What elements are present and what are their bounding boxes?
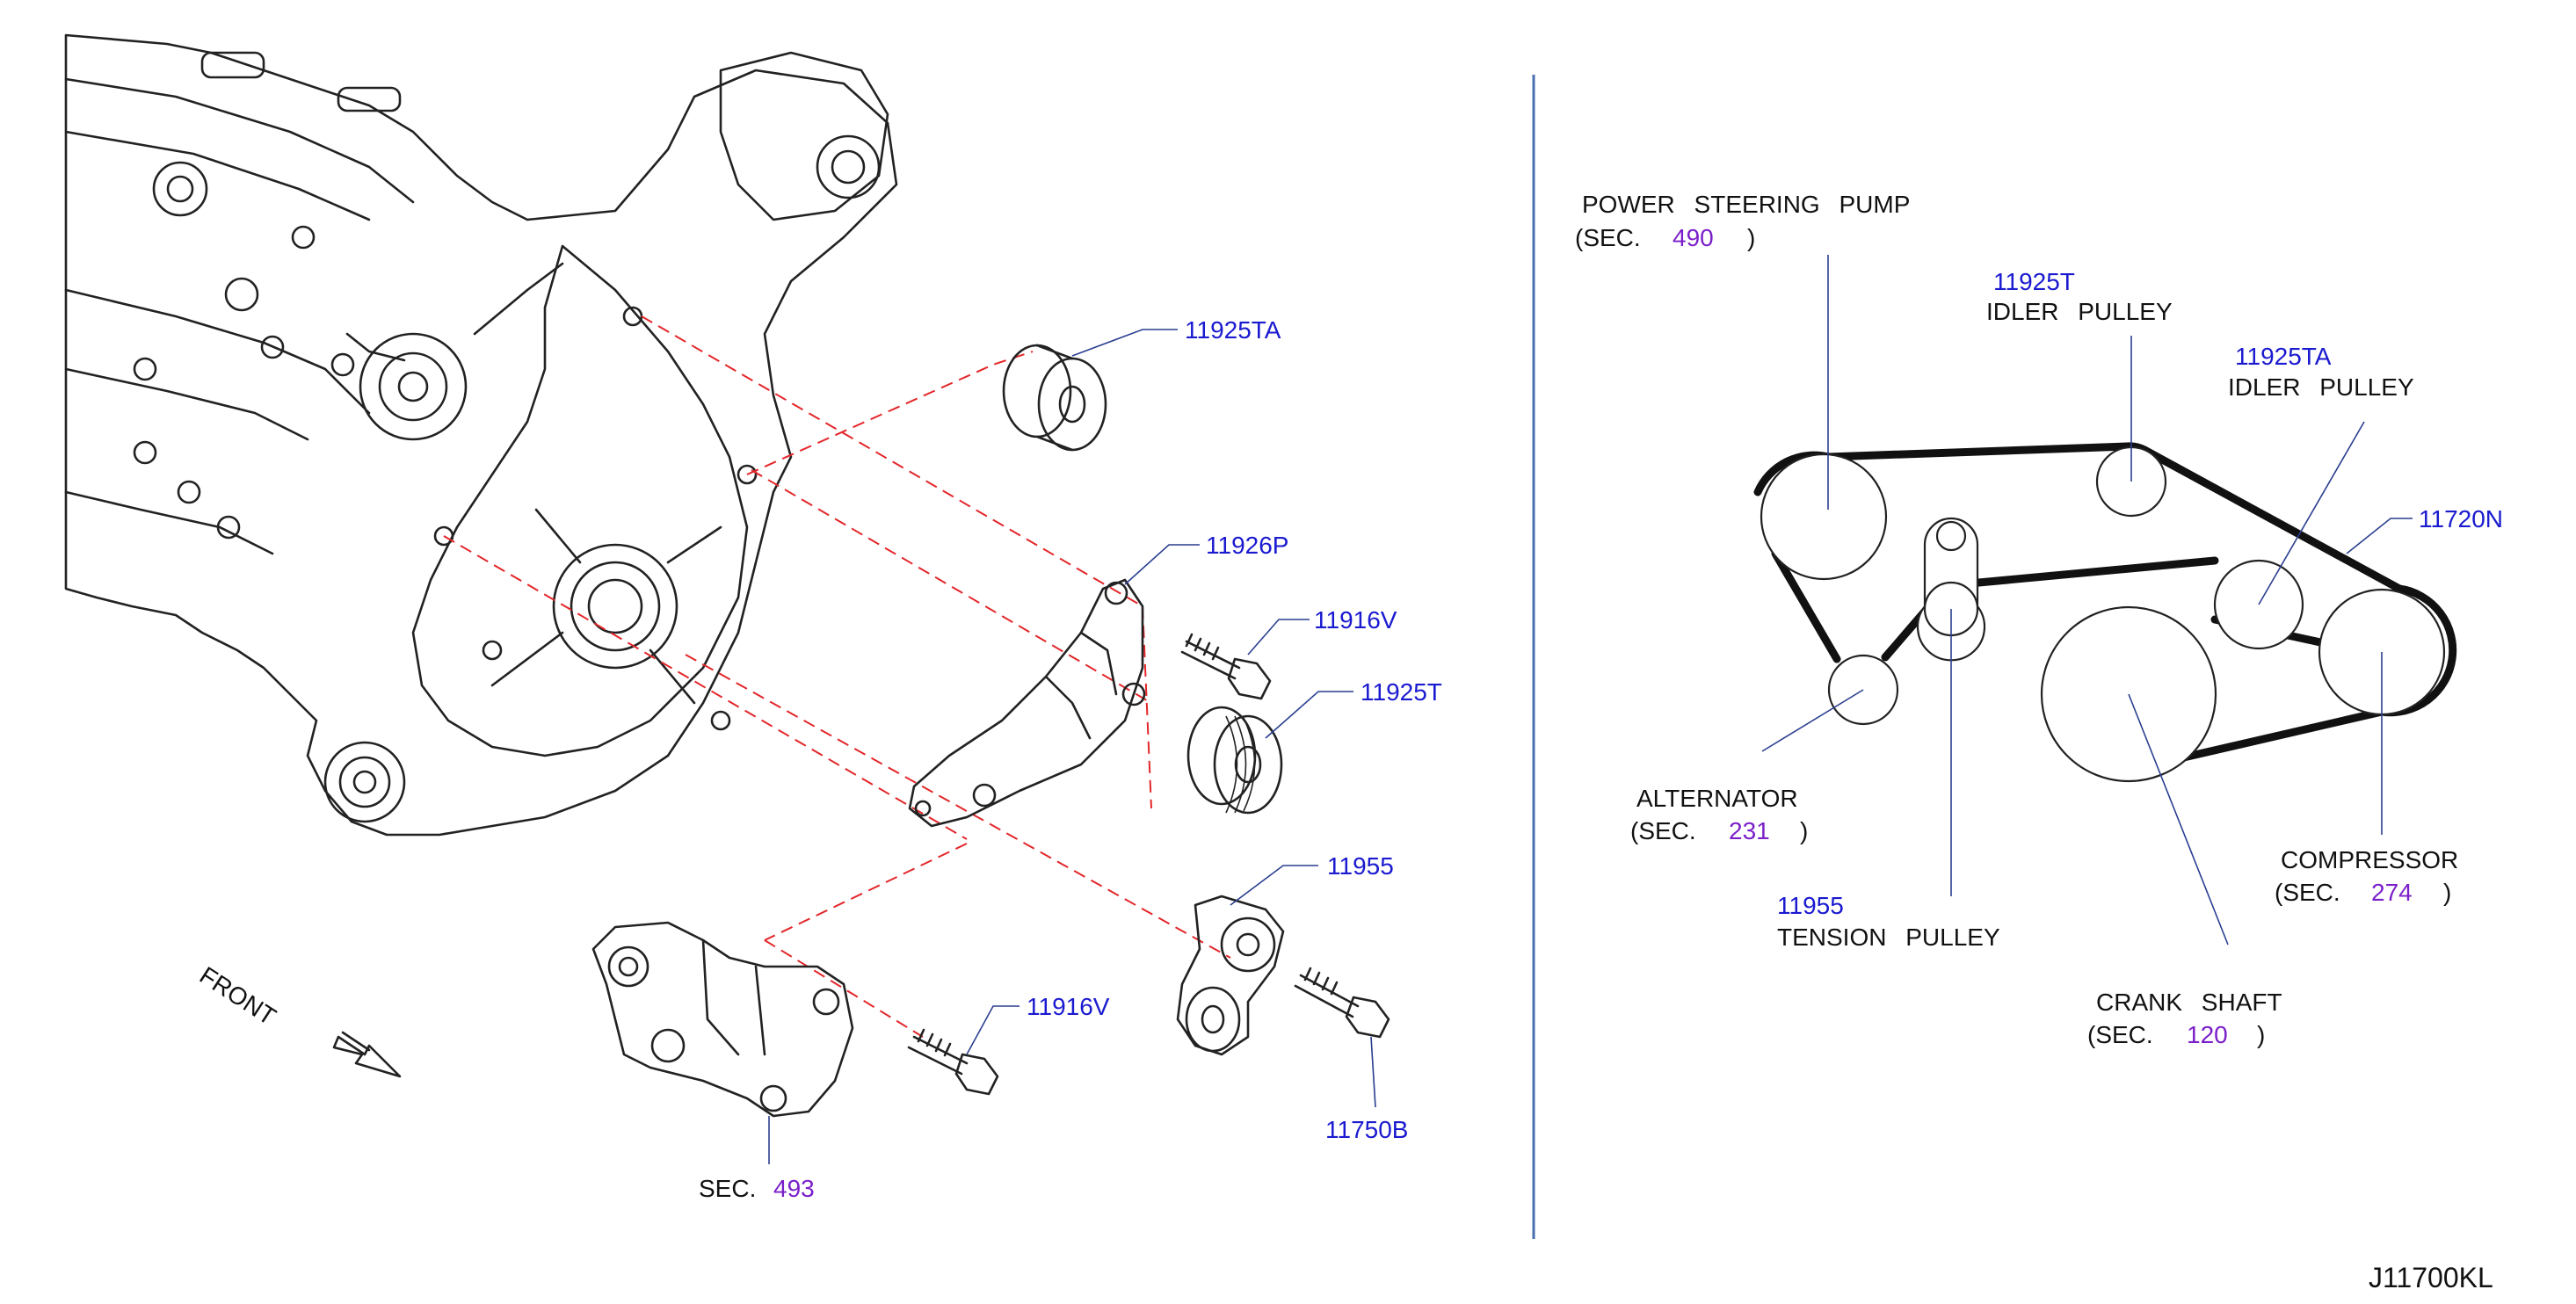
idler-t-part: 11925T <box>1993 268 2075 295</box>
alternator-sec-open: (SEC. <box>1630 817 1696 844</box>
power-steering-sec-num: 490 <box>1673 224 1714 251</box>
belt-part-label: 11720N <box>2419 505 2503 532</box>
compressor-label: COMPRESSOR (SEC. 274 ) <box>2275 846 2458 906</box>
tension-pivot <box>1935 520 1967 552</box>
front-label: FRONT <box>195 961 281 1031</box>
power-steering-name: POWER STEERING PUMP <box>1582 191 1910 218</box>
power-steering-sec-open: (SEC. <box>1575 224 1641 251</box>
engine-block-drawing <box>64 33 898 837</box>
power-steering-label: POWER STEERING PUMP (SEC. 490 ) <box>1575 191 1910 251</box>
compressor-sec-close: ) <box>2443 879 2451 906</box>
idler-t-name: IDLER PULLEY <box>1986 298 2173 325</box>
tension-name: TENSION PULLEY <box>1777 924 2000 951</box>
idler-t-label: 11925T IDLER PULLEY <box>1986 268 2173 325</box>
tension-part: 11955 <box>1777 892 1844 919</box>
alternator-name: ALTERNATOR <box>1636 785 1798 812</box>
power-steering-pulley <box>1760 453 1888 581</box>
diagram-code: J11700KL <box>2369 1262 2493 1293</box>
bolt-11750b-drawing <box>1294 967 1390 1039</box>
crank-name: CRANK SHAFT <box>2096 989 2282 1016</box>
label-11916v-lower: 11916V <box>1027 993 1110 1020</box>
label-11955: 11955 <box>1327 852 1394 880</box>
idler-ta-label: 11925TA IDLER PULLEY <box>2228 343 2414 401</box>
exploded-leader-lines <box>768 329 1376 1164</box>
idler-ta-part: 11925TA <box>2235 343 2332 370</box>
label-11916v-upper: 11916V <box>1314 606 1397 634</box>
bracket-11926p-drawing <box>908 578 1146 828</box>
alternator-sec-num: 231 <box>1729 817 1770 844</box>
tensioner-11955-drawing <box>1176 895 1285 1056</box>
power-steering-sec-close: ) <box>1747 224 1755 251</box>
compressor-name: COMPRESSOR <box>2281 846 2458 873</box>
crank-sec-open: (SEC. <box>2087 1021 2153 1048</box>
bolt-11916v-upper-drawing <box>1180 633 1272 700</box>
label-11925ta: 11925TA <box>1185 316 1281 344</box>
label-sec-prefix: SEC. <box>699 1175 756 1202</box>
alternator-label: ALTERNATOR (SEC. 231 ) <box>1630 785 1808 844</box>
crank-sec-num: 120 <box>2187 1021 2228 1048</box>
bolt-11916v-lower-drawing <box>907 1028 999 1096</box>
crank-sec-close: ) <box>2257 1021 2265 1048</box>
bracket-sec-493-drawing <box>591 921 854 1118</box>
belt-routing-diagram <box>1753 442 2457 783</box>
compressor-sec-open: (SEC. <box>2275 879 2340 906</box>
label-11925t: 11925T <box>1361 678 1442 706</box>
label-sec-493: 493 <box>773 1175 815 1202</box>
label-11750b: 11750B <box>1325 1116 1408 1143</box>
idler-pulley-11925t-drawing <box>1186 706 1283 815</box>
crank-label: CRANK SHAFT (SEC. 120 ) <box>2087 989 2282 1048</box>
alternator-sec-close: ) <box>1800 817 1808 844</box>
assembly-dashed-lines <box>443 315 1231 1038</box>
front-arrow <box>332 1031 402 1078</box>
idler-ta-name: IDLER PULLEY <box>2228 373 2414 401</box>
compressor-sec-num: 274 <box>2371 879 2413 906</box>
belt-leader-lines <box>1761 255 2413 945</box>
label-11926p: 11926P <box>1206 532 1288 559</box>
idler-pulley-11925ta-drawing <box>1002 344 1107 452</box>
tension-label: 11955 TENSION PULLEY <box>1777 892 2000 951</box>
